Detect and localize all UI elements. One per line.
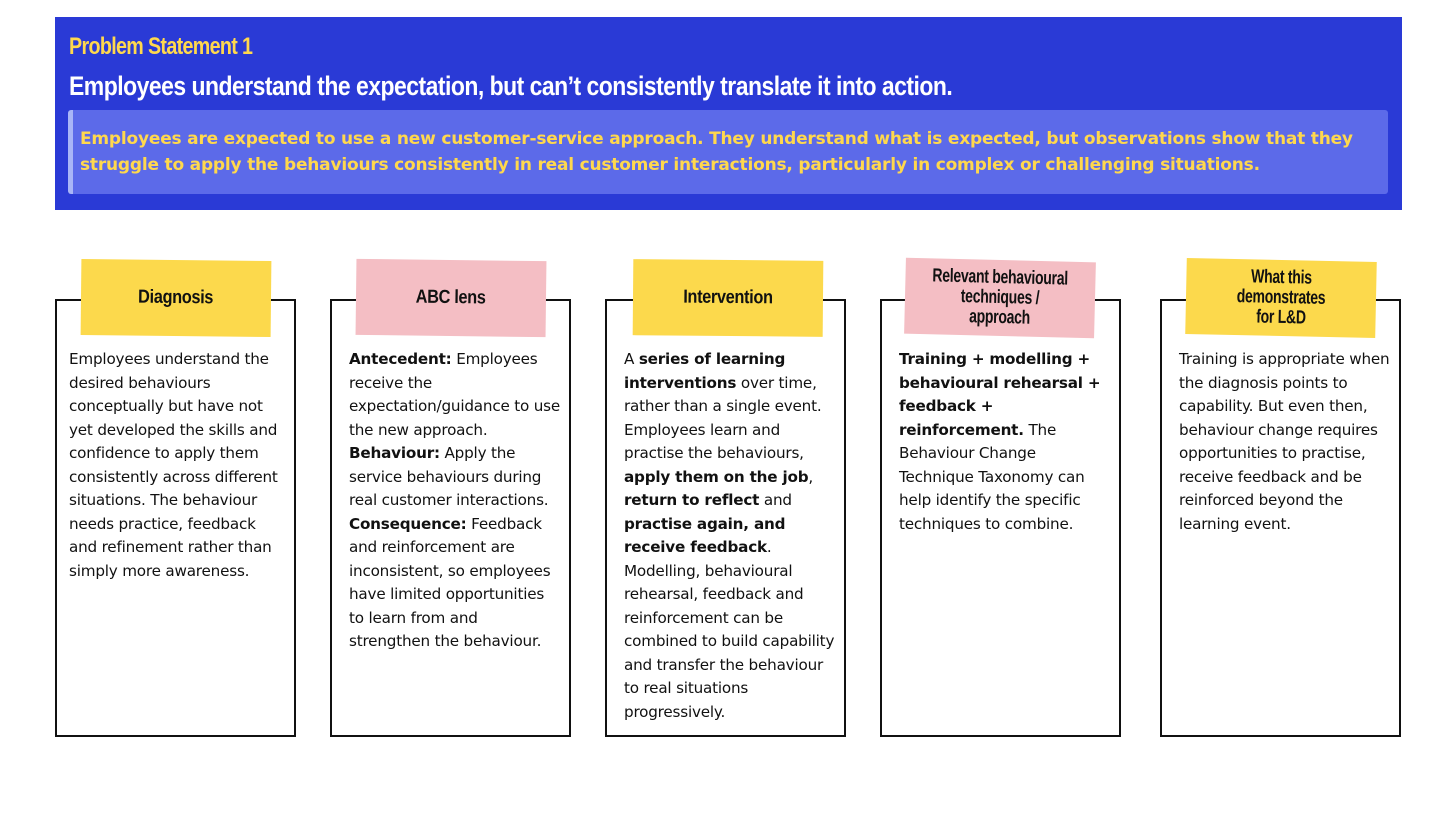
techniques-text: The Behaviour Change Technique Taxonomy … [899, 420, 1085, 533]
card-intervention-tag: Intervention [632, 259, 824, 337]
intervention-text-4: and [759, 491, 792, 509]
intervention-text-1: A [624, 350, 639, 368]
intervention-bold-3: return to reflect [624, 491, 760, 509]
problem-statement-title: Employees understand the expectation, bu… [69, 71, 953, 101]
abc-consequence-label: Consequence: [349, 514, 467, 533]
card-intervention: A series of learning interventions over … [605, 299, 846, 737]
demonstrates-text: Training is appropriate when the diagnos… [1179, 350, 1390, 533]
card-techniques-body: Training + modelling + behavioural rehea… [899, 348, 1111, 536]
card-abc-lens: Antecedent: Employees receive the expect… [330, 299, 571, 737]
problem-callout-text: Employees are expected to use a new cust… [80, 129, 1353, 175]
intervention-text-3: , [808, 467, 814, 486]
card-diagnosis: Employees understand the desired behavio… [55, 299, 296, 737]
card-intervention-body: A series of learning interventions over … [624, 348, 838, 724]
card-diagnosis-body: Employees understand the desired behavio… [69, 348, 281, 583]
abc-antecedent-label: Antecedent: [349, 350, 452, 368]
intervention-text-5: . Modelling, behavioural rehearsal, feed… [624, 538, 835, 721]
abc-behaviour-text: Apply the service behaviours during real… [349, 444, 549, 509]
intervention-bold-4: practise again, and receive feedback [624, 514, 786, 557]
card-techniques-title-line2: techniques / approach [960, 286, 1040, 329]
intervention-bold-2: apply them on the job [624, 467, 809, 486]
card-abc-lens-tag: ABC lens [355, 258, 547, 338]
card-diagnosis-title: Diagnosis [138, 286, 214, 309]
intervention-bold-1: series of learning interventions [624, 350, 786, 392]
card-demonstrates-title-line1: What this demonstrates [1236, 266, 1326, 309]
card-demonstrates-title-line2: for L&D [1255, 306, 1306, 329]
card-demonstrates-body: Training is appropriate when the diagnos… [1179, 348, 1391, 536]
techniques-bold: Training + modelling + behavioural rehea… [899, 350, 1101, 439]
card-techniques: Training + modelling + behavioural rehea… [880, 299, 1121, 737]
card-diagnosis-tag: Diagnosis [80, 259, 272, 337]
card-diagnosis-text: Employees understand the desired behavio… [69, 350, 278, 580]
card-intervention-title: Intervention [683, 286, 773, 309]
abc-consequence-text: Feedback and reinforcement are inconsist… [349, 514, 551, 651]
problem-callout: Employees are expected to use a new cust… [68, 110, 1388, 194]
abc-behaviour-label: Behaviour: [349, 444, 440, 462]
card-demonstrates: Training is appropriate when the diagnos… [1160, 299, 1401, 737]
intervention-text-2: over time, rather than a single event. E… [624, 373, 822, 463]
card-abc-lens-body: Antecedent: Employees receive the expect… [349, 348, 561, 654]
abc-antecedent-text: Employees receive the expectation/guidan… [349, 350, 561, 439]
problem-statement-label: Problem Statement 1 [69, 33, 253, 60]
card-abc-lens-title: ABC lens [415, 286, 487, 309]
problem-statement-banner: Problem Statement 1 Employees understand… [55, 17, 1402, 210]
